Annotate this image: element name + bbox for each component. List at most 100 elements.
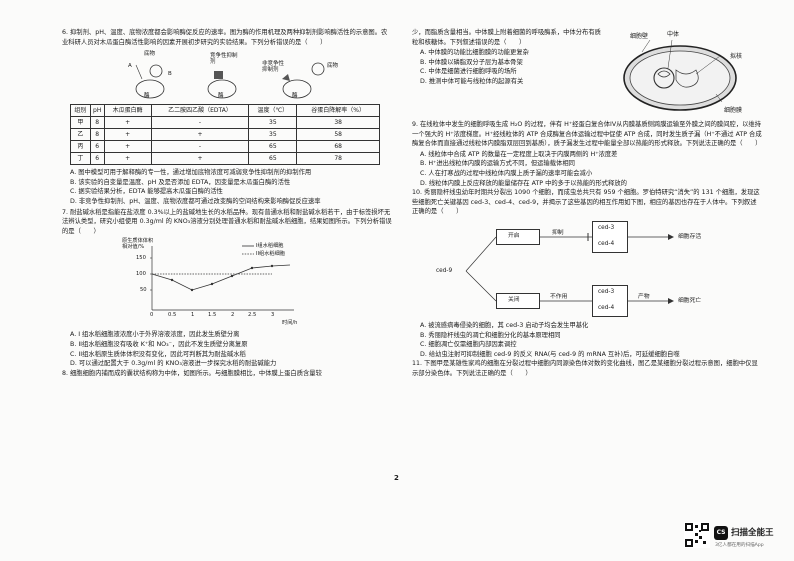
box-ced-bottom (592, 284, 628, 317)
q8-option-d: D. 推测中体可能与线粒体的起源有关 (420, 77, 524, 85)
q6-option-b: B. 该实验的自变量是温度、pH 及是否添加 EDTA，因变量是木瓜蛋白酶的活性 (70, 178, 291, 186)
q6-options: A. 图中模型可用于解释酶的专一性，通过增加底物浓度可减弱竞争性抑制剂的抑制作用… (62, 168, 392, 206)
table-header-cell: 木瓜蛋白酶 (103, 104, 152, 118)
table-cell: 78 (296, 152, 380, 166)
label-substrate2: 底物 (327, 63, 339, 70)
box-ced-top (592, 220, 628, 253)
label-noncompetitive: 非竞争性抑制剂 (262, 61, 285, 74)
box-close (496, 292, 540, 309)
label-competitive: 竞争性抑制剂 (210, 53, 238, 66)
table-cell: 35 (248, 128, 298, 142)
table-cell: + (103, 128, 152, 142)
enzyme-mechanism-figure: 底物 A B 酶 竞争性抑制剂 酶 非竞争性抑制剂 底物 酶 (122, 49, 352, 101)
label-cell-wall: 细胞壁 (630, 33, 649, 40)
camscanner-logo-icon: CS (714, 526, 728, 540)
label-cell-membrane: 细胞膜 (724, 107, 743, 114)
label-substrate: 底物 (144, 51, 156, 58)
table-cell: - (150, 116, 250, 130)
table-cell: 35 (248, 116, 298, 130)
label-open: 开启 (508, 232, 520, 239)
table-cell: 丁 (70, 152, 91, 166)
graph-ylabel: 原生质体体积相对值/% (122, 238, 154, 251)
brand-tagline: 3亿人都在用的扫描App (715, 543, 764, 548)
xtick-3: 3 (271, 312, 275, 319)
label-close: 关闭 (508, 296, 520, 303)
table-cell: 38 (296, 116, 380, 130)
q8-continued-block: 少，而脂质含量相当。中体膜上附着细菌的呼吸酶系，中体分布有质粒和核糖体。下列叙述… (412, 28, 762, 120)
table-cell: 65 (248, 140, 298, 154)
ytick-100: 100 (136, 271, 146, 278)
table-header-cell: 组别 (70, 104, 91, 118)
ytick-50: 50 (140, 287, 147, 294)
q8-option-b: B. 中体膜以磷脂双分子层为基本骨架 (420, 58, 523, 66)
label-ced3-bottom: ced-3 (598, 288, 615, 295)
graph-legend-2: II组水稻细胞 (256, 251, 285, 258)
label-enzyme: 酶 (144, 93, 150, 100)
q10-option-a: A. 被流感病毒侵染的细胞，其 ced-3 启动子均会发生甲基化 (420, 321, 589, 329)
label-enzyme3: 酶 (292, 93, 298, 100)
table-cell: - (150, 140, 250, 154)
table-cell: 65 (248, 152, 298, 166)
page-number: 2 (394, 474, 399, 482)
table-cell: 68 (296, 140, 380, 154)
table-cell: 6 (89, 152, 105, 166)
q7-graph-svg (150, 245, 294, 311)
xtick-2: 2 (231, 312, 235, 319)
xtick-25: 2.5 (248, 312, 257, 319)
table-cell: 6 (89, 140, 105, 154)
q8-stem: 8. 细胞细胞内捕而成的囊状结构称为中体，如图所示。与细胞膜相比，中体膜上蛋白质… (62, 369, 322, 377)
q7-option-d: D. 可以通过配置大于 0.3g/ml 的 KNO₃溶液进一步探究水稻的耐盐碱能… (70, 360, 277, 368)
q10-option-c: C. 细胞凋亡仅需细胞内部因素调控 (420, 341, 517, 349)
table-header-cell: 温度（℃） (248, 104, 298, 118)
table-cell: 58 (296, 128, 380, 142)
q9-stem: 9. 在线粒体中发生的细胞呼吸生成 H₂O 的过程，伴有 H⁺经蛋白复合体IV从… (412, 121, 762, 148)
q7-option-b: B. II组水稻细胞没有吸收 K⁺和 NO₃⁻，因此不发生质壁分离复原 (70, 340, 248, 348)
xtick-05: 0.5 (168, 312, 177, 319)
label-inhibit: 抑制 (552, 229, 564, 236)
q10-options: A. 被流感病毒侵染的细胞，其 ced-3 启动子均会发生甲基化 B. 秀丽隐杆… (412, 321, 762, 359)
table-cell: + (103, 116, 152, 130)
label-no-effect: 不作用 (550, 293, 568, 300)
label-b: B (168, 71, 172, 78)
q6-option-a: A. 图中模型可用于解释酶的专一性，通过增加底物浓度可减弱竞争性抑制剂的抑制作用 (70, 169, 312, 177)
q9-option-a: A. 线粒体中合成 ATP 的数量在一定程度上取决于内膜两侧的 H⁺浓度差 (420, 150, 618, 158)
bacterium-figure: 细胞壁 中体 拟核 细胞膜 (612, 30, 762, 120)
q9-option-b: B. H⁺进出线粒体内膜的运输方式不同，但运输载体相同 (420, 160, 575, 168)
enzyme-diagram (135, 62, 325, 99)
table-cell: 丙 (70, 140, 91, 154)
label-mesosome: 中体 (667, 31, 680, 38)
bacterium-diagram (623, 39, 737, 111)
xtick-0: 0 (150, 312, 154, 319)
ced-pathway-svg (465, 232, 674, 304)
table-cell: + (103, 152, 152, 166)
table-cell: 8 (89, 116, 105, 130)
q7-options: A. I 组水稻细胞液浓度小于外界溶液浓度，因此发生质壁分离 B. II组水稻细… (62, 330, 392, 368)
qr-code-icon (684, 522, 710, 548)
label-product: 产物 (638, 293, 650, 300)
q8-option-a: A. 中体膜的功能比细胞膜的功能更复杂 (420, 49, 529, 57)
q6-option-c: C. 据实验结果分析，EDTA 能够提高木瓜蛋白酶的活性 (70, 188, 223, 196)
box-open (496, 228, 540, 245)
label-cell-death: 细胞死亡 (678, 297, 702, 304)
table-cell: 8 (89, 128, 105, 142)
q6-stem: 6. 抑制剂、pH、温度、底物浓度都会影响酶促反应的速率。图为酶的作用机理及两种… (62, 29, 388, 46)
q9-option-c: C. 人在打寒战的过程中线粒体内膜上质子漏的速率可能会减小 (420, 169, 593, 177)
q7-option-c: C. II组水稻原生质体体积没有变化，因此可判断其为耐盐碱水稻 (70, 350, 246, 358)
graph-xlabel: 时间/h (282, 320, 298, 327)
label-ced4-top: ced-4 (598, 240, 615, 247)
table-cell: + (150, 128, 250, 142)
label-ced4-bottom: ced-4 (598, 304, 615, 311)
table-cell: + (103, 140, 152, 154)
q11-stem: 11. 下图甲是某雄性家鸡的细胞在分裂过程中细胞内同源染色体对数的变化曲线，图乙… (412, 360, 758, 377)
table-header-cell: 乙二胺四乙酸（EDTA） (150, 104, 250, 118)
q8-continued-text: 少，而脂质含量相当。中体膜上附着细菌的呼吸酶系，中体分布有质粒和核糖体。下列叙述… (412, 29, 601, 46)
xtick-15: 1.5 (208, 312, 217, 319)
q10-option-b: B. 秀丽隐杆线虫的凋亡和细胞分化的基本原理相同 (420, 331, 561, 339)
q7-stem: 7. 耐盐碱水稻是指能在盐浓度 0.3%以上的盐碱地生长的水稻品种。现有普通水稻… (62, 208, 392, 235)
